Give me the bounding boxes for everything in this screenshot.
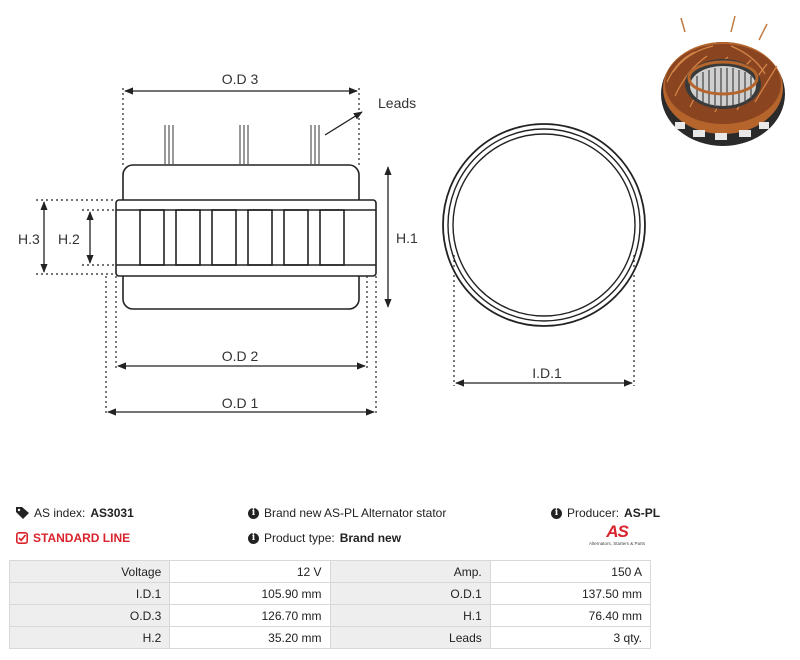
spec-value: 76.40 mm <box>489 604 652 627</box>
info-icon: i <box>551 507 562 519</box>
od1-label: O.D 1 <box>222 395 259 411</box>
product-type: i Product type: Brand new <box>248 531 401 545</box>
description-text: Brand new AS-PL Alternator stator <box>264 506 447 520</box>
standard-line-text: STANDARD LINE <box>33 531 131 545</box>
spec-table: Voltage 12 V Amp. 150 A I.D.1 105.90 mm … <box>8 560 652 649</box>
spec-label: I.D.1 <box>8 582 171 605</box>
producer-value: AS-PL <box>624 506 661 520</box>
table-row: Voltage 12 V Amp. 150 A <box>8 560 652 583</box>
logo-mark: AS <box>606 522 629 541</box>
stator-side-view <box>115 164 377 310</box>
spec-value: 35.20 mm <box>169 626 331 649</box>
spec-value: 137.50 mm <box>489 582 652 605</box>
info-icon: i <box>248 507 259 519</box>
spec-label: Voltage <box>8 560 171 583</box>
tag-icon <box>16 507 29 519</box>
as-pl-logo: AS Alternators, Starters & Parts <box>584 523 650 553</box>
h2-label: H.2 <box>58 231 80 247</box>
info-icon: i <box>248 532 259 544</box>
checkbox-checked-icon <box>16 532 28 544</box>
spec-value: 3 qty. <box>489 626 652 649</box>
standard-line: STANDARD LINE <box>16 531 130 545</box>
spec-value: 150 A <box>489 560 652 583</box>
spec-value: 105.90 mm <box>169 582 331 605</box>
id1-label: I.D.1 <box>532 365 562 381</box>
spec-label: Amp. <box>329 560 491 583</box>
product-type-label: Product type: <box>264 531 335 545</box>
spec-value: 126.70 mm <box>169 604 331 627</box>
spec-label: H.2 <box>8 626 171 649</box>
table-row: O.D.3 126.70 mm H.1 76.40 mm <box>8 604 652 627</box>
producer: i Producer: AS-PL <box>551 506 660 520</box>
as-index-label: AS index: <box>34 506 86 520</box>
spec-value: 12 V <box>169 560 331 583</box>
spec-label: O.D.3 <box>8 604 171 627</box>
product-type-value: Brand new <box>339 531 402 545</box>
logo-subtitle: Alternators, Starters & Parts <box>588 541 646 546</box>
stator-photo <box>655 12 792 159</box>
as-index-value: AS3031 <box>90 506 134 520</box>
as-index: AS index: AS3031 <box>16 506 134 520</box>
table-row: I.D.1 105.90 mm O.D.1 137.50 mm <box>8 582 652 605</box>
h1-label: H.1 <box>396 230 418 246</box>
spec-label: O.D.1 <box>329 582 491 605</box>
leads-label: Leads <box>378 95 416 111</box>
product-info: AS index: AS3031 i Brand new AS-PL Alter… <box>0 500 800 560</box>
description: i Brand new AS-PL Alternator stator <box>248 506 446 520</box>
h3-label: H.3 <box>18 231 40 247</box>
od3-label: O.D 3 <box>222 71 259 87</box>
od2-label: O.D 2 <box>222 348 259 364</box>
stator-top-view <box>442 123 646 327</box>
technical-drawing: O.D 3 Leads H.3 H.2 H.1 O.D 2 O.D 1 I.D.… <box>18 71 646 416</box>
producer-label: Producer: <box>567 506 620 520</box>
table-row: H.2 35.20 mm Leads 3 qty. <box>8 626 652 649</box>
spec-label: Leads <box>329 626 491 649</box>
leads-leader-line <box>324 111 363 136</box>
lead-wires <box>164 125 320 165</box>
spec-label: H.1 <box>329 604 491 627</box>
